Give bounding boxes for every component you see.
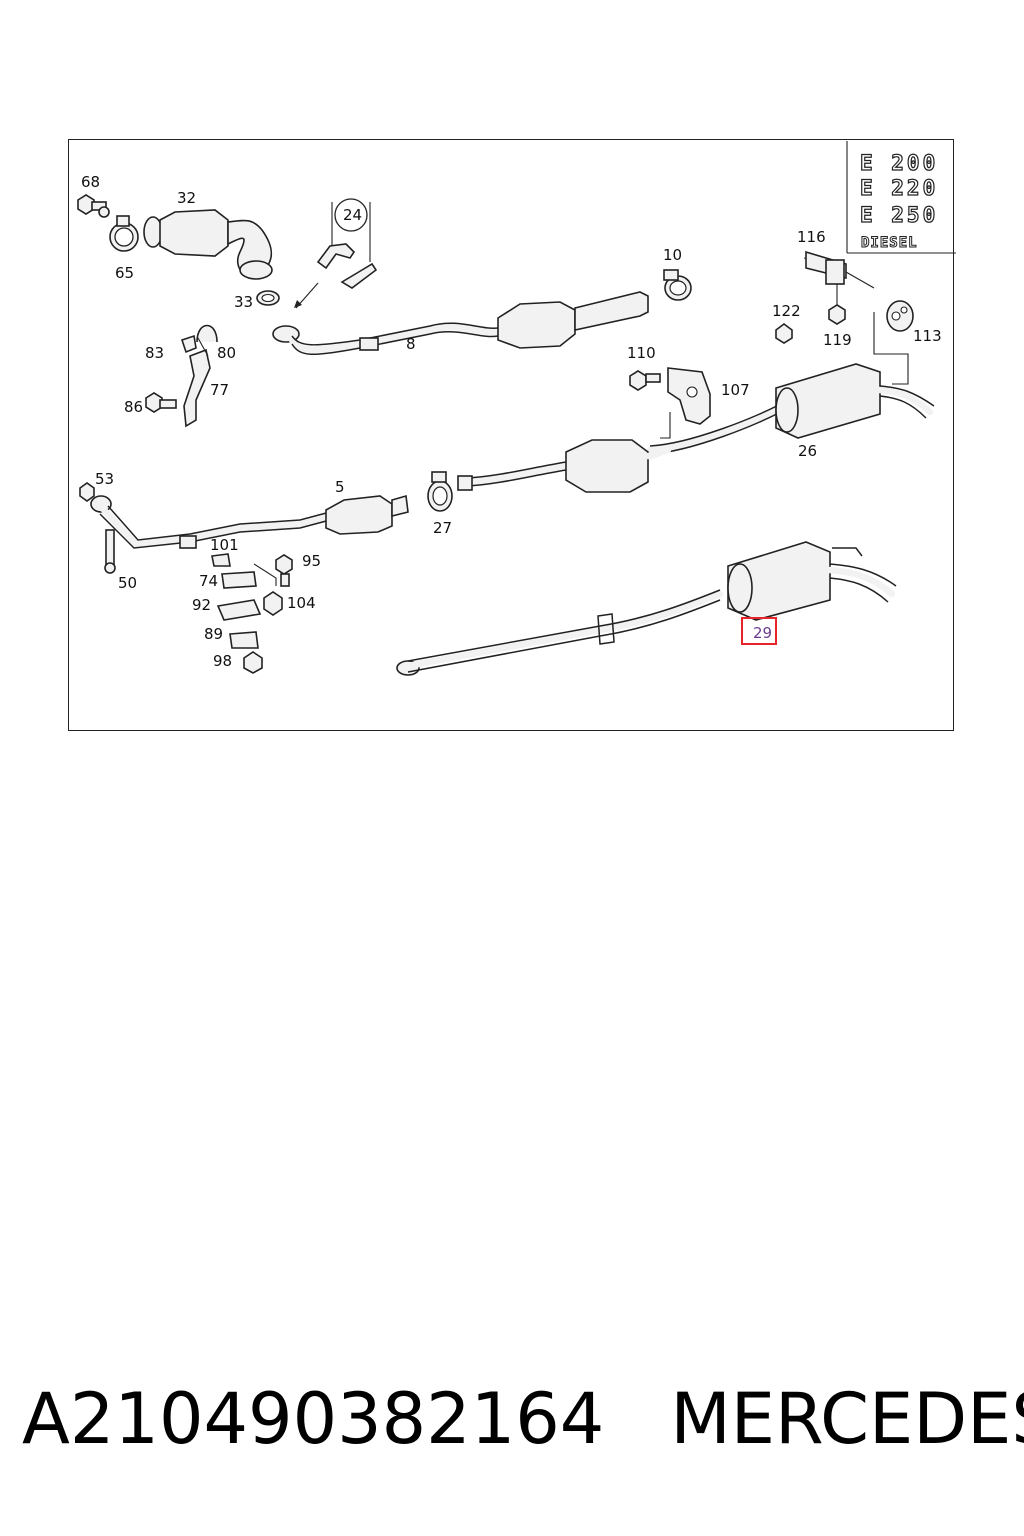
callout-113: 113 <box>913 327 942 345</box>
callout-53: 53 <box>95 470 114 488</box>
part-24-bracket-kit[interactable] <box>294 202 378 309</box>
part-8-front-pipe[interactable] <box>272 291 649 356</box>
part-68-bolt[interactable] <box>77 194 110 218</box>
part-116-hanger-bracket[interactable] <box>803 250 875 289</box>
callout-98: 98 <box>213 652 232 670</box>
callout-65: 65 <box>115 264 134 282</box>
callout-5: 5 <box>335 478 345 496</box>
callout-26: 26 <box>798 442 817 460</box>
part-caption: A210490382164 MERCEDES <box>22 1378 1024 1460</box>
part-middle-silencer[interactable] <box>457 439 672 493</box>
callout-29[interactable]: 29 <box>753 624 772 642</box>
part-10-clamp[interactable] <box>663 269 692 301</box>
part-83-80-77-heat-shield[interactable] <box>180 324 218 428</box>
callout-80: 80 <box>217 344 236 362</box>
part-101-74-92-89-98-hardware[interactable] <box>211 553 277 674</box>
callout-33: 33 <box>234 293 253 311</box>
callout-104: 104 <box>287 594 316 612</box>
callout-77: 77 <box>210 381 229 399</box>
part-122-nut[interactable] <box>775 323 793 344</box>
part-86-bolt[interactable] <box>145 392 177 413</box>
callout-92: 92 <box>192 596 211 614</box>
callout-119: 119 <box>823 331 852 349</box>
part-50-stud[interactable] <box>104 529 116 574</box>
variant-diesel: DIESEL <box>861 235 918 251</box>
callout-27: 27 <box>433 519 452 537</box>
callout-32: 32 <box>177 189 196 207</box>
part-29-rear-silencer-assembly[interactable] <box>396 541 897 676</box>
part-113-rubber-mount[interactable] <box>873 300 914 385</box>
part-number: A210490382164 <box>22 1378 605 1460</box>
part-27-clamp[interactable] <box>427 471 453 512</box>
variant-e220: E 220 <box>860 176 938 200</box>
callout-labels: 68 32 65 24 33 83 80 77 86 8 10 116 122 … <box>81 173 942 670</box>
callout-116: 116 <box>797 228 826 246</box>
part-5-catalytic-pipe[interactable] <box>90 494 409 549</box>
callout-74: 74 <box>199 572 218 590</box>
part-104-nut[interactable] <box>263 591 283 616</box>
part-119-bolt[interactable] <box>828 284 846 325</box>
variant-e250: E 250 <box>860 203 938 227</box>
variant-badge: E 200 E 220 E 250 DIESEL <box>846 141 956 254</box>
callout-86: 86 <box>124 398 143 416</box>
highlight-part-29 <box>741 617 777 645</box>
callout-101: 101 <box>210 536 239 554</box>
callout-68: 68 <box>81 173 100 191</box>
part-33-gasket[interactable] <box>256 290 280 306</box>
callout-10: 10 <box>663 246 682 264</box>
callout-95: 95 <box>302 552 321 570</box>
callout-83: 83 <box>145 344 164 362</box>
callout-24: 24 <box>343 206 362 224</box>
callout-107: 107 <box>721 381 750 399</box>
part-107-rubber-hanger[interactable] <box>660 367 711 439</box>
part-110-bolt[interactable] <box>629 370 661 391</box>
callout-8: 8 <box>406 335 416 353</box>
part-32-catalytic-converter[interactable] <box>143 209 273 280</box>
part-65-clamp[interactable] <box>109 215 139 252</box>
brand-name: MERCEDES <box>670 1378 1024 1460</box>
callout-50: 50 <box>118 574 137 592</box>
callout-110: 110 <box>627 344 656 362</box>
part-95-bolt[interactable] <box>275 554 293 587</box>
part-53-nut[interactable] <box>79 482 95 502</box>
callout-24-circle <box>334 198 368 232</box>
callout-122: 122 <box>772 302 801 320</box>
callout-89: 89 <box>204 625 223 643</box>
variant-e200: E 200 <box>860 151 938 175</box>
